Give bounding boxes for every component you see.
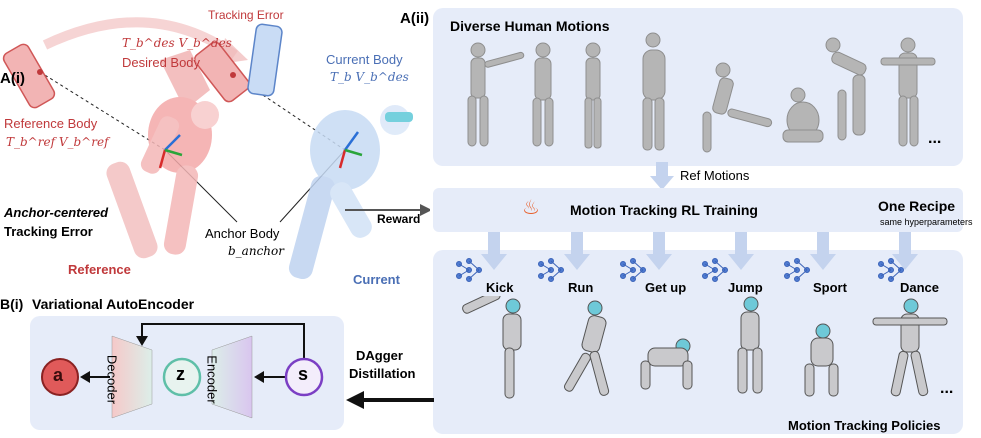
section-b-label: B(i) [0,296,24,312]
vae-title: Variational AutoEncoder [32,296,195,312]
anchor-body-symbol: b_anchor [228,244,284,258]
reward-label: Reward [377,212,421,226]
recipe-subtitle: same hyperparameters [880,217,973,227]
policy-run: Run [568,280,594,295]
human-figures [467,32,936,153]
reference-body-label: Reference Body [4,116,98,131]
training-panel [433,188,963,232]
decoder-label: Decoder [104,354,120,405]
anchor-title-line1: Anchor-centered [4,205,109,220]
tracking-error-arc [2,17,430,280]
vae-diagram [41,323,324,419]
policies-caption: Motion Tracking Policies [788,418,941,433]
policy-sport: Sport [813,280,847,295]
reference-caption: Reference [68,262,131,277]
node-a: a [53,365,64,385]
anchor-body-label: Anchor Body [205,226,280,241]
policy-dance: Dance [900,280,940,295]
policies-ellipsis: ... [940,380,954,397]
anchor-title-line2: Tracking Error [4,224,93,239]
human-motions-panel [433,8,963,166]
section-a1-label: A(i) [0,70,25,87]
policy-kick: Kick [486,280,514,295]
reference-robot [106,50,219,259]
network-icons [456,258,904,282]
current-caption: Current [353,272,400,287]
desired-body-label: Desired Body [122,55,201,70]
ref-motions-arrow [650,162,674,190]
current-body-label: Current Body [326,52,403,67]
motions-title: Diverse Human Motions [450,18,610,34]
dagger-line2: Distillation [349,366,416,381]
training-title: Motion Tracking RL Training [570,202,758,218]
fire-icon: ♨ [522,197,540,219]
dagger-arrow [346,391,434,409]
node-s: s [298,364,309,384]
policy-arrows [481,232,918,270]
policy-get-up: Get up [645,280,687,295]
policy-jump: Jump [728,280,763,295]
encoder-label: Encoder [204,355,220,404]
tracking-error-label: Tracking Error [208,8,284,22]
ref-motions-label: Ref Motions [680,168,750,183]
desired-body-symbol: T_b^des V_b^des [122,36,232,50]
dagger-line1: DAgger [356,348,403,363]
reference-body-symbol: T_b^ref V_b^ref [6,135,109,149]
recipe-title: One Recipe [878,198,956,214]
robot-figures [462,296,948,399]
section-a2-label: A(ii) [400,10,430,27]
node-z: z [176,364,185,384]
current-body-symbol: T_b V_b^des [330,70,409,84]
motions-ellipsis: ... [928,130,942,147]
section-a1: A(i) Tracking Error T_b^des V_b^des Desi… [0,0,430,300]
